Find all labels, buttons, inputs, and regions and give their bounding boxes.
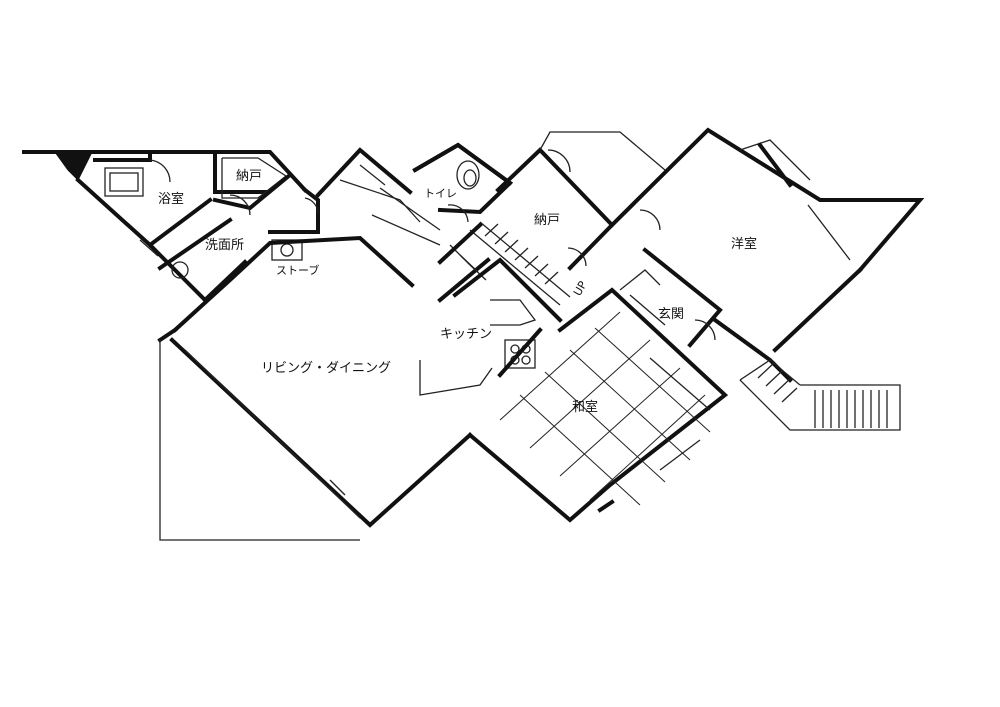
label-entrance: 玄関 [658, 307, 684, 322]
stairs-inner [449, 221, 571, 306]
entrance-western-walls [609, 127, 925, 383]
label-western-room: 洋室 [731, 236, 757, 252]
label-stove: ストーブ [276, 263, 319, 277]
bath-wing-walls [22, 150, 308, 303]
label-japanese-room: 和室 [572, 399, 598, 415]
label-stair-up: UP [571, 279, 590, 299]
label-washroom: 洗面所 [205, 238, 244, 253]
toilet-walls [412, 142, 514, 223]
label-storage-1: 納戸 [236, 169, 262, 184]
label-kitchen: キッチン [440, 327, 492, 342]
japanese-room-walls [467, 287, 729, 523]
label-storage-2: 納戸 [534, 213, 560, 228]
label-bathroom: 浴室 [158, 191, 184, 207]
living-dining-walls [157, 235, 493, 541]
storage-stairs-walls [437, 131, 666, 323]
outside-stair [739, 359, 901, 431]
label-living-dining: リビング・ダイニング [261, 361, 391, 376]
label-toilet: トイレ [424, 187, 457, 200]
kitchen-walls [490, 299, 543, 378]
